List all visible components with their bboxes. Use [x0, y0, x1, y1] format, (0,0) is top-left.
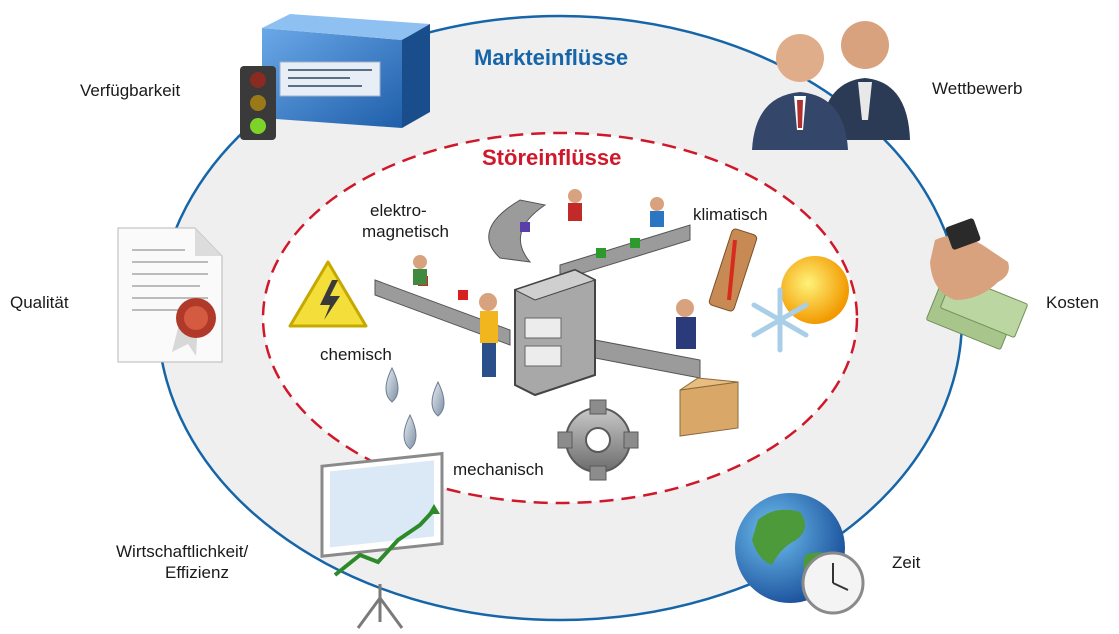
- traffic-light-icon: [240, 66, 276, 140]
- label-chemical: chemisch: [320, 345, 392, 364]
- chart-presentation-icon: [320, 451, 444, 629]
- label-competition: Wettbewerb: [932, 79, 1023, 98]
- label-efficiency-line1: Wirtschaftlichkeit/: [116, 542, 249, 561]
- high-voltage-warning-icon: [288, 260, 368, 328]
- thermometer-sun-snowflake-icon: [708, 228, 849, 353]
- server-box-icon: [262, 14, 430, 128]
- water-drops-icon: [385, 366, 445, 450]
- label-efficiency-line2: Effizienz: [165, 563, 229, 582]
- label-electromagnetic-line1: elektro-: [370, 201, 427, 220]
- disturbance-influences-title: Störeinflüsse: [482, 145, 622, 170]
- certificate-document-icon: [117, 227, 223, 363]
- label-mechanical: mechanisch: [453, 460, 544, 479]
- label-time: Zeit: [892, 553, 921, 572]
- label-quality: Qualität: [10, 293, 69, 312]
- market-influences-title: Markteinflüsse: [474, 45, 629, 70]
- label-electromagnetic-line2: magnetisch: [362, 222, 449, 241]
- gear-icon: [557, 399, 639, 481]
- label-climatic: klimatisch: [693, 205, 768, 224]
- business-people-icon: [752, 21, 910, 150]
- label-costs: Kosten: [1046, 293, 1099, 312]
- globe-clock-icon: [735, 493, 865, 615]
- label-availability: Verfügbarkeit: [80, 81, 181, 100]
- conveyor-factory-icon: [374, 189, 739, 437]
- money-hand-icon: [926, 218, 1028, 350]
